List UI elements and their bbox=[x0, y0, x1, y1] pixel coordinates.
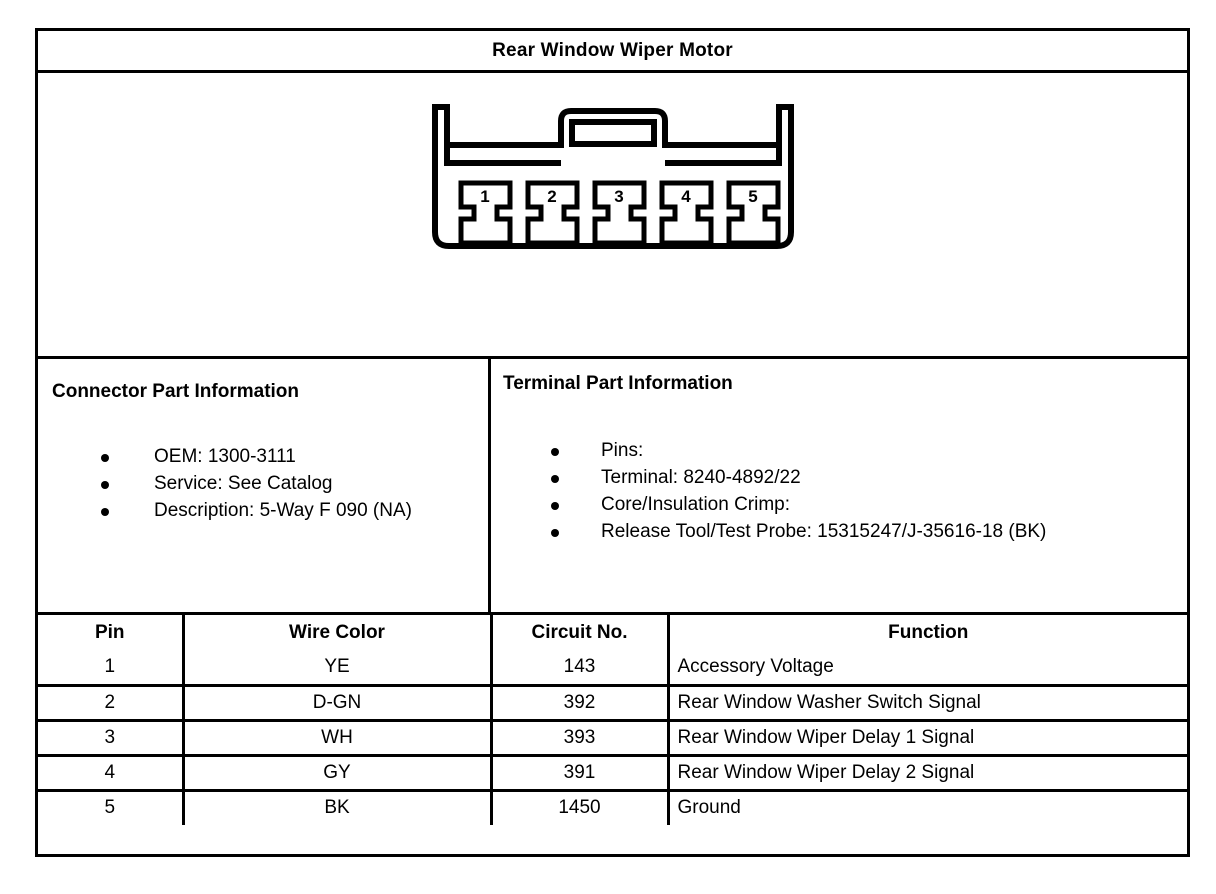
list-item: Terminal: 8240-4892/22 bbox=[499, 468, 1187, 487]
list-item: Pins: bbox=[499, 441, 1187, 460]
cavity-number-3: 3 bbox=[614, 187, 623, 206]
cell-function: Rear Window Washer Switch Signal bbox=[666, 683, 1187, 722]
connector-datasheet: Rear Window Wiper Motor 1 2 bbox=[35, 28, 1190, 857]
cell-function: Rear Window Wiper Delay 2 Signal bbox=[666, 753, 1187, 792]
cell-circuit-no: 1450 bbox=[489, 788, 670, 825]
part-information-area: Connector Part Information OEM: 1300-311… bbox=[38, 359, 1187, 615]
terminal-cavity-3: 3 bbox=[592, 180, 646, 246]
column-header-function: Function bbox=[666, 615, 1187, 650]
list-item: Core/Insulation Crimp: bbox=[499, 495, 1187, 514]
cell-circuit-no: 392 bbox=[489, 683, 670, 722]
table-row: 2 D-GN 392 Rear Window Washer Switch Sig… bbox=[38, 683, 1187, 722]
connector-ledge-left bbox=[443, 145, 561, 166]
connector-shell-outline bbox=[431, 104, 794, 249]
terminal-info-heading: Terminal Part Information bbox=[503, 373, 733, 394]
cell-pin: 2 bbox=[38, 683, 185, 722]
cavity-number-1: 1 bbox=[480, 187, 489, 206]
cell-function: Ground bbox=[666, 788, 1187, 825]
cell-wire-color: WH bbox=[181, 718, 493, 757]
cell-circuit-no: 391 bbox=[489, 753, 670, 792]
cavity-number-5: 5 bbox=[748, 187, 757, 206]
connector-part-information-panel: Connector Part Information OEM: 1300-311… bbox=[38, 359, 491, 612]
table-row: 5 BK 1450 Ground bbox=[38, 788, 1187, 825]
list-item: Service: See Catalog bbox=[46, 474, 488, 493]
cavity-number-4: 4 bbox=[681, 187, 691, 206]
cell-wire-color: GY bbox=[181, 753, 493, 792]
pin-assignment-table: Pin Wire Color Circuit No. Function 1 YE… bbox=[38, 615, 1187, 825]
connector-ledge-right bbox=[664, 145, 782, 166]
cavity-number-2: 2 bbox=[547, 187, 556, 206]
terminal-cavity-1: 1 bbox=[458, 180, 512, 246]
sheet-title-bar: Rear Window Wiper Motor bbox=[38, 31, 1187, 73]
cell-pin: 1 bbox=[38, 650, 185, 687]
cell-function: Rear Window Wiper Delay 1 Signal bbox=[666, 718, 1187, 757]
column-header-pin: Pin bbox=[38, 615, 185, 650]
cell-wire-color: YE bbox=[181, 650, 493, 687]
list-item: Description: 5-Way F 090 (NA) bbox=[46, 501, 488, 520]
terminal-cavity-2: 2 bbox=[525, 180, 579, 246]
connector-info-heading: Connector Part Information bbox=[52, 381, 300, 402]
column-header-wire-color: Wire Color bbox=[181, 615, 493, 650]
cell-wire-color: D-GN bbox=[181, 683, 493, 722]
cell-function: Accessory Voltage bbox=[666, 650, 1187, 687]
terminal-cavity-4: 4 bbox=[659, 180, 713, 246]
connector-illustration-area: 1 2 3 4 5 bbox=[38, 73, 1187, 359]
connector-face-diagram: 1 2 3 4 5 bbox=[431, 104, 794, 249]
cell-pin: 4 bbox=[38, 753, 185, 792]
connector-info-list: OEM: 1300-3111 Service: See Catalog Desc… bbox=[46, 447, 488, 520]
table-row: 1 YE 143 Accessory Voltage bbox=[38, 650, 1187, 687]
table-header-row: Pin Wire Color Circuit No. Function bbox=[38, 615, 1187, 650]
connector-latch-window bbox=[568, 119, 657, 147]
cell-circuit-no: 143 bbox=[489, 650, 670, 687]
list-item: Release Tool/Test Probe: 15315247/J-3561… bbox=[499, 522, 1187, 541]
cell-pin: 3 bbox=[38, 718, 185, 757]
cell-pin: 5 bbox=[38, 788, 185, 825]
list-item: OEM: 1300-3111 bbox=[46, 447, 488, 466]
page-title: Rear Window Wiper Motor bbox=[492, 39, 733, 61]
terminal-part-information-panel: Terminal Part Information Pins: Terminal… bbox=[491, 359, 1187, 612]
terminal-info-list: Pins: Terminal: 8240-4892/22 Core/Insula… bbox=[499, 441, 1187, 541]
table-row: 3 WH 393 Rear Window Wiper Delay 1 Signa… bbox=[38, 718, 1187, 757]
cell-wire-color: BK bbox=[181, 788, 493, 825]
table-row: 4 GY 391 Rear Window Wiper Delay 2 Signa… bbox=[38, 753, 1187, 792]
terminal-cavity-5: 5 bbox=[726, 180, 780, 246]
column-header-circuit-no: Circuit No. bbox=[489, 615, 670, 650]
cell-circuit-no: 393 bbox=[489, 718, 670, 757]
